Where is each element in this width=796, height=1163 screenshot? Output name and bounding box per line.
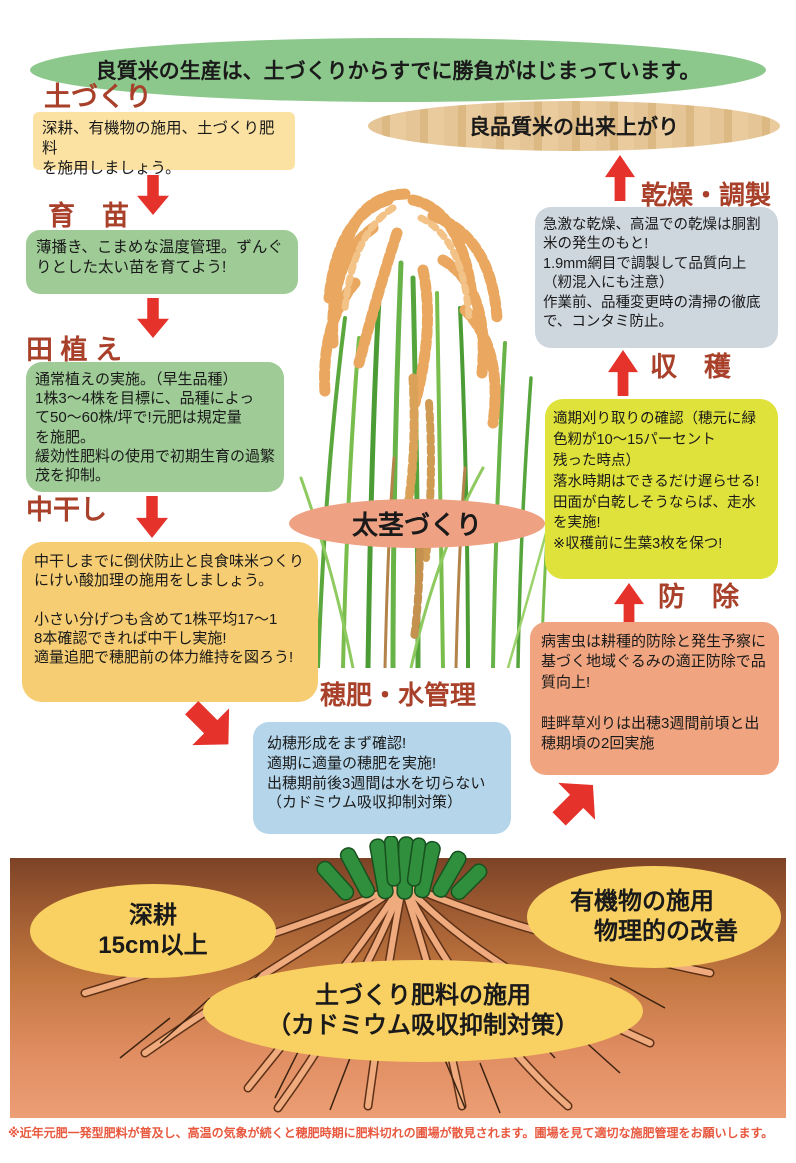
arrow-up-icon	[605, 155, 635, 201]
step-pest-box: 病害虫は耕種的防除と発生予察に 基づく地域ぐるみの適正防除で品 質向上! 畦畔草…	[530, 622, 779, 775]
step-drain-box: 中干しまでに倒伏防止と良食味米つくり にけい酸加理の施用をしましょう。 小さい分…	[22, 542, 318, 702]
soil-ellipse-deep-tillage: 深耕 15cm以上	[30, 884, 276, 978]
rice-stubble-illustration	[316, 836, 488, 901]
step-pest-heading: 防 除	[658, 582, 739, 612]
arrow-down-icon	[137, 175, 169, 215]
step-soil-prep-heading: 土づくり	[44, 82, 152, 112]
step-drying-box: 急激な乾燥、高温での乾燥は胴割 米の発生のもと! 1.9mm網目で調製して品質向…	[535, 207, 778, 348]
footer-note: ※近年元肥一発型肥料が普及し、高温の気象が続くと穂肥時期に肥料切れの圃場が散見さ…	[8, 1126, 774, 1140]
soil-ellipse-fertilizer: 土づくり肥料の施用 （カドミウム吸収抑制対策）	[203, 960, 643, 1062]
goal-ellipse: 良品質米の出来上がり	[368, 101, 780, 151]
arrow-down-icon	[137, 298, 169, 338]
step-harvest-box: 適期刈り取りの確認（穂元に緑 色籾が10～15パーセント 残った時点） 落水時期…	[545, 399, 778, 579]
step-drying-heading: 乾燥・調製	[641, 180, 772, 210]
step-ear-fertilizer-box: 幼穂形成をまず確認! 適期に適量の穂肥を実施! 出穂期前後3週間は水を切らない …	[253, 722, 511, 834]
step-seedling-heading: 育 苗	[48, 201, 129, 231]
banner-title: 良質米の生産は、土づくりからすでに勝負がはじまっています。	[95, 60, 701, 83]
step-harvest-heading: 収 穫	[650, 352, 731, 382]
arrow-up-icon	[608, 350, 638, 396]
rice-plant-illustration	[299, 188, 559, 668]
step-ear-fertilizer-heading: 穂肥・水管理	[320, 680, 477, 710]
arrow-up-icon	[614, 583, 644, 627]
arrow-up-right-icon	[541, 767, 612, 838]
banner-ellipse: 良質米の生産は、土づくりからすでに勝負がはじまっています。	[30, 38, 766, 102]
center-label: 太茎づくり	[351, 510, 482, 540]
goal-label: 良品質米の出来上がり	[469, 116, 679, 139]
step-drain-heading: 中干し	[26, 495, 107, 525]
soil-ellipse-organic: 有機物の施用 物理的の改善	[527, 866, 781, 968]
step-soil-prep-box: 深耕、有機物の施用、土づくり肥料 を施用しましょう。	[33, 112, 295, 177]
step-seedling-box: 薄播き、こまめな温度管理。ずんぐ りとした太い苗を育てよう!	[26, 230, 298, 294]
step-planting-box: 通常植えの実施。（早生品種） 1株3～4株を目標に、品種によっ て50～60株/…	[26, 362, 284, 492]
step-planting-heading: 田 植 え	[26, 335, 123, 365]
center-ellipse: 太茎づくり	[289, 499, 545, 548]
arrow-down-icon	[136, 496, 168, 538]
